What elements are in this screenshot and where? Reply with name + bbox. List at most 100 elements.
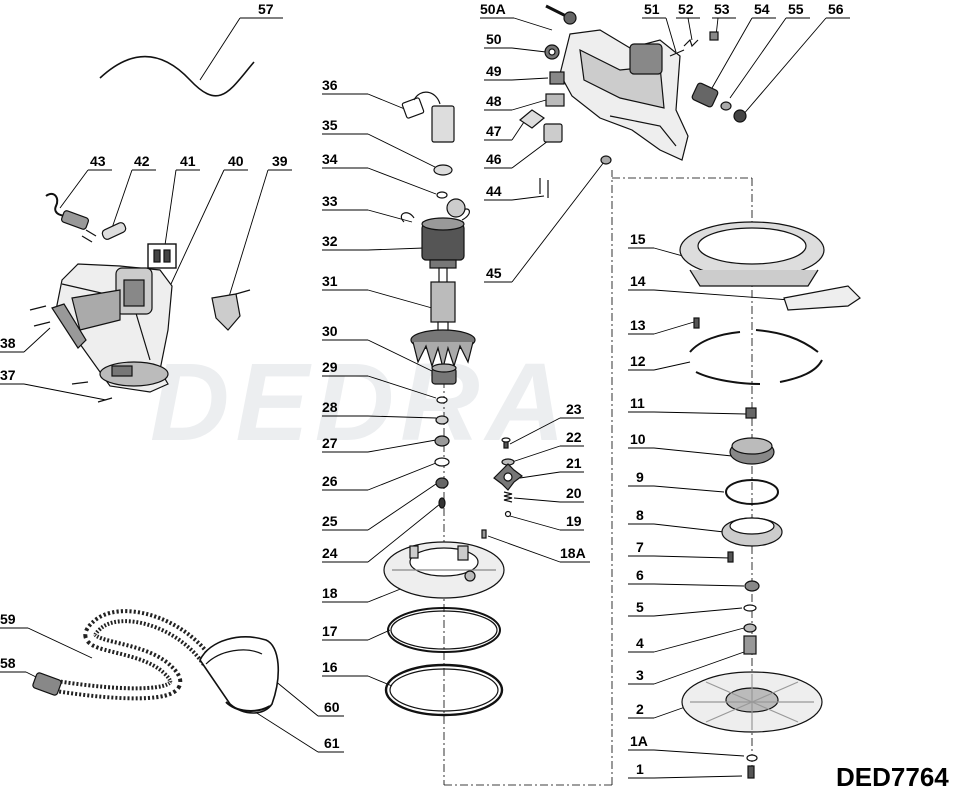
part-10-gear: [729, 437, 775, 465]
label-17: 17: [322, 623, 338, 639]
part-31-rotor: [410, 267, 476, 369]
label-18: 18: [322, 585, 338, 601]
label-48: 48: [486, 93, 502, 109]
part-50-nut: [544, 44, 560, 60]
part-21-star-knob: [493, 463, 523, 491]
part-3-bolt: [743, 635, 757, 655]
part-30-bearing: [431, 363, 457, 385]
label-25: 25: [322, 513, 338, 529]
label-4: 4: [636, 635, 644, 651]
label-24: 24: [322, 545, 338, 561]
part-53-cap: [709, 31, 719, 41]
part-18-housing: [383, 541, 505, 599]
label-47: 47: [486, 123, 502, 139]
part-26-ring: [434, 457, 450, 467]
watermark: DEDRA: [150, 341, 571, 464]
label-22: 22: [566, 429, 582, 445]
part-32-stator: [421, 217, 465, 269]
part-1-screw: [747, 765, 755, 779]
part-46-block: [543, 123, 563, 143]
part-35-washer: [433, 164, 453, 176]
label-29: 29: [322, 359, 338, 375]
part-51-pin: [669, 49, 685, 57]
label-2: 2: [636, 701, 644, 717]
label-61: 61: [324, 735, 340, 751]
part-24-screw: [438, 497, 446, 509]
label-21: 21: [566, 455, 582, 471]
label-38: 38: [0, 335, 16, 351]
part-11-nut: [745, 407, 757, 419]
part-33-spring: [400, 198, 470, 223]
label-3: 3: [636, 667, 644, 683]
part-29-washer: [436, 396, 448, 404]
label-23: 23: [566, 401, 582, 417]
part-61-clip: [225, 701, 271, 712]
part-59-hose: [54, 609, 214, 701]
label-15: 15: [630, 231, 646, 247]
part-55-washer: [720, 101, 732, 111]
label-51: 51: [644, 1, 660, 17]
part-14-segment: [783, 285, 861, 311]
label-30: 30: [322, 323, 338, 339]
part-16-ring-inner: [389, 668, 499, 712]
part-15-ring-top: [679, 221, 825, 287]
label-16: 16: [322, 659, 338, 675]
part-44-pins: [539, 178, 549, 198]
part-25-nut: [435, 477, 449, 489]
label-44: 44: [486, 183, 502, 199]
part-34-ring: [436, 191, 448, 199]
label-43: 43: [90, 153, 106, 169]
part-54-knob: [691, 82, 719, 108]
part-50a-screw: [545, 4, 577, 25]
label-1a: 1A: [630, 733, 648, 749]
label-57: 57: [258, 1, 274, 17]
part-17-ring: [387, 607, 501, 653]
label-50a: 50A: [480, 1, 506, 17]
label-35: 35: [322, 117, 338, 133]
label-36: 36: [322, 77, 338, 93]
label-52: 52: [678, 1, 694, 17]
part-19-ball: [504, 510, 512, 518]
part-42-strain-relief: [101, 222, 127, 240]
part-27-bearing: [434, 435, 450, 447]
part-28-washer: [435, 415, 449, 425]
part-36-carbon-brush: [401, 91, 455, 143]
part-56-cap: [733, 109, 747, 123]
part-7-screw: [727, 551, 734, 563]
part-37-screws: [71, 381, 113, 403]
label-39: 39: [272, 153, 288, 169]
label-31: 31: [322, 273, 338, 289]
label-6: 6: [636, 567, 644, 583]
part-43-cable-plug: [45, 192, 97, 243]
label-37: 37: [0, 367, 16, 383]
parts: [29, 4, 861, 779]
label-40: 40: [228, 153, 244, 169]
model-number: DED7764: [836, 762, 949, 792]
part-13-screw: [693, 317, 700, 329]
label-34: 34: [322, 151, 338, 167]
label-18a: 18A: [560, 545, 586, 561]
label-14: 14: [630, 273, 646, 289]
part-47-block: [518, 109, 546, 129]
label-49: 49: [486, 63, 502, 79]
label-26: 26: [322, 473, 338, 489]
label-11: 11: [630, 395, 645, 411]
label-54: 54: [754, 1, 770, 17]
part-52-spring: [683, 38, 699, 48]
part-9-ring: [725, 479, 779, 505]
label-5: 5: [636, 599, 644, 615]
part-16-ring: [384, 663, 504, 717]
part-1a-washer: [746, 754, 758, 762]
part-2-pad: [681, 671, 823, 733]
label-33: 33: [322, 193, 338, 209]
part-8-cup: [721, 517, 783, 547]
part-12-ring-segments: [689, 329, 823, 385]
part-39-bracket: [211, 289, 251, 331]
label-20: 20: [566, 485, 582, 501]
label-46: 46: [486, 151, 502, 167]
leader-lines: [0, 17, 850, 779]
part-4-washer: [743, 623, 757, 633]
label-7: 7: [636, 539, 644, 555]
part-49-block: [549, 71, 565, 85]
